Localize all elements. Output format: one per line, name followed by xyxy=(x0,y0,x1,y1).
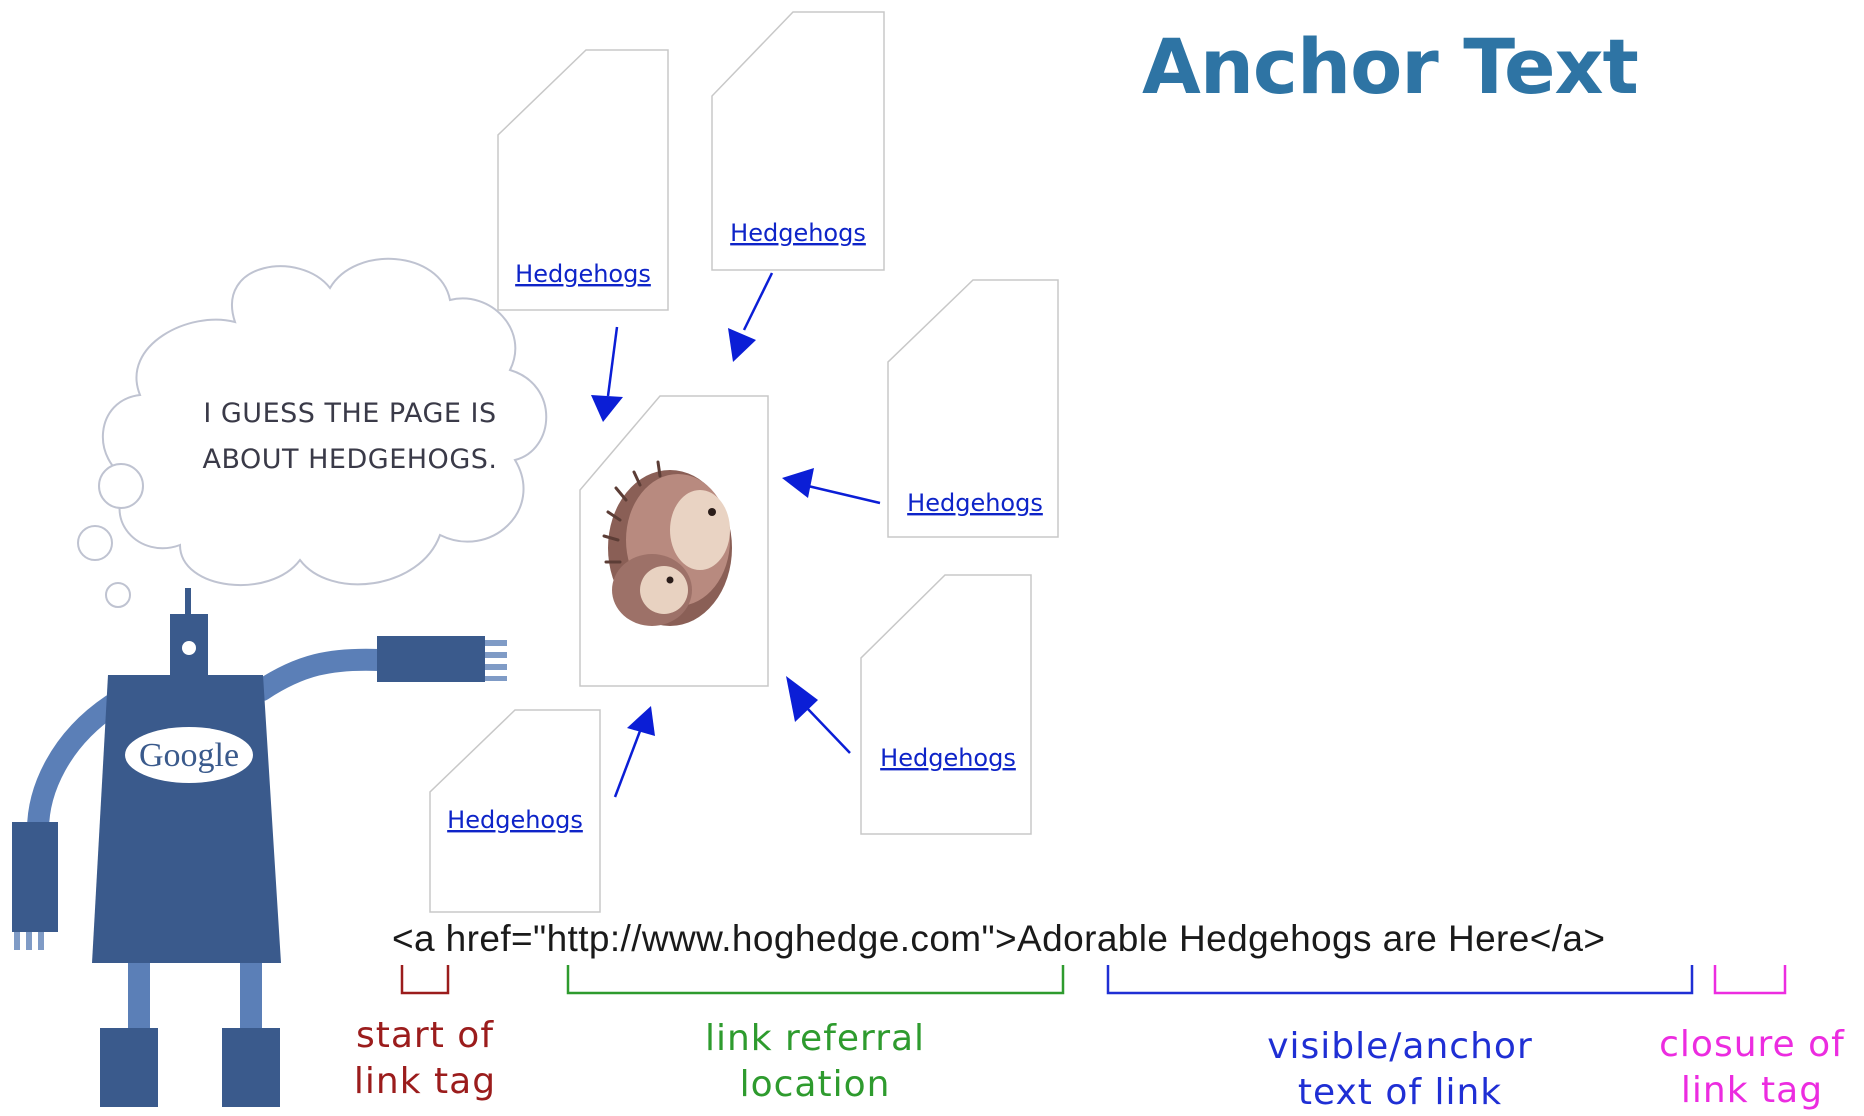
robot-right-arm xyxy=(251,648,391,701)
page-title: Anchor Text xyxy=(1142,22,1639,111)
google-robot: Google xyxy=(12,588,507,1107)
robot-torso xyxy=(92,675,281,963)
linking-page-3: Hedgehogs xyxy=(887,279,1059,538)
label-anchor-line-1: visible/anchor xyxy=(1267,1026,1533,1067)
label-link-referral-location: link referral location xyxy=(670,1016,960,1108)
linking-page-4: Hedgehogs xyxy=(860,574,1032,835)
google-logo-oval xyxy=(125,727,253,783)
label-referral-line-1: link referral xyxy=(704,1018,926,1059)
linking-page-2: Hedgehogs xyxy=(711,11,885,271)
thought-line-1: I GUESS THE PAGE IS xyxy=(203,398,496,429)
label-start-line-2: link tag xyxy=(353,1061,497,1102)
label-anchor-line-2: text of link xyxy=(1297,1072,1503,1113)
linking-page-5: Hedgehogs xyxy=(429,709,601,913)
arrow-head-4 xyxy=(786,676,818,722)
label-closure-line-2: link tag xyxy=(1680,1070,1824,1111)
arrow-head-5 xyxy=(627,706,655,736)
label-start-line-1: start of xyxy=(356,1015,494,1056)
code-brackets xyxy=(400,965,1787,995)
hedgehogs-link-4[interactable]: Hedgehogs xyxy=(880,744,1016,772)
robot-antenna xyxy=(185,588,191,616)
bubble-dot-small xyxy=(105,582,131,608)
bubble-dot-medium xyxy=(77,525,113,561)
label-visible-anchor-text: visible/anchor text of link xyxy=(1240,1024,1560,1116)
bracket-start-tag xyxy=(400,965,450,995)
arrow-head-2 xyxy=(728,328,756,362)
label-referral-line-2: location xyxy=(739,1064,891,1105)
link-arrows xyxy=(591,272,881,798)
thought-line-2: ABOUT HEDGEHOGS. xyxy=(203,444,498,475)
arrow-head-3 xyxy=(782,468,814,498)
robot-left-hand xyxy=(12,822,58,932)
bracket-href xyxy=(566,965,1065,995)
anchor-html-code: <a href="http://www.hoghedge.com">Adorab… xyxy=(392,918,1606,959)
target-page xyxy=(579,395,769,687)
thought-bubble: I GUESS THE PAGE IS ABOUT HEDGEHOGS. xyxy=(77,257,548,608)
robot-eye xyxy=(182,641,196,655)
robot-right-hand xyxy=(377,636,485,682)
label-start-of-link-tag: start of link tag xyxy=(335,1013,515,1105)
linking-page-1: Hedgehogs xyxy=(497,49,669,311)
google-logo-text: Google xyxy=(139,737,239,774)
arrow-head-1 xyxy=(591,395,623,422)
label-closure-of-link-tag: closure of link tag xyxy=(1640,1022,1864,1114)
robot-left-arm xyxy=(27,694,123,841)
hedgehog-illustration xyxy=(602,460,732,626)
robot-right-leg xyxy=(240,963,262,1033)
robot-left-foot xyxy=(100,1028,158,1107)
hedgehogs-link-3[interactable]: Hedgehogs xyxy=(907,489,1043,517)
label-closure-line-1: closure of xyxy=(1659,1024,1845,1065)
robot-right-foot xyxy=(222,1028,280,1107)
robot-left-leg xyxy=(128,963,150,1033)
hedgehogs-link-1[interactable]: Hedgehogs xyxy=(515,260,651,288)
bracket-closing-tag xyxy=(1713,965,1787,995)
hedgehogs-link-2[interactable]: Hedgehogs xyxy=(730,219,866,247)
bubble-dot-large xyxy=(98,463,144,509)
bracket-anchor-text xyxy=(1106,965,1694,995)
hedgehogs-link-5[interactable]: Hedgehogs xyxy=(447,806,583,834)
